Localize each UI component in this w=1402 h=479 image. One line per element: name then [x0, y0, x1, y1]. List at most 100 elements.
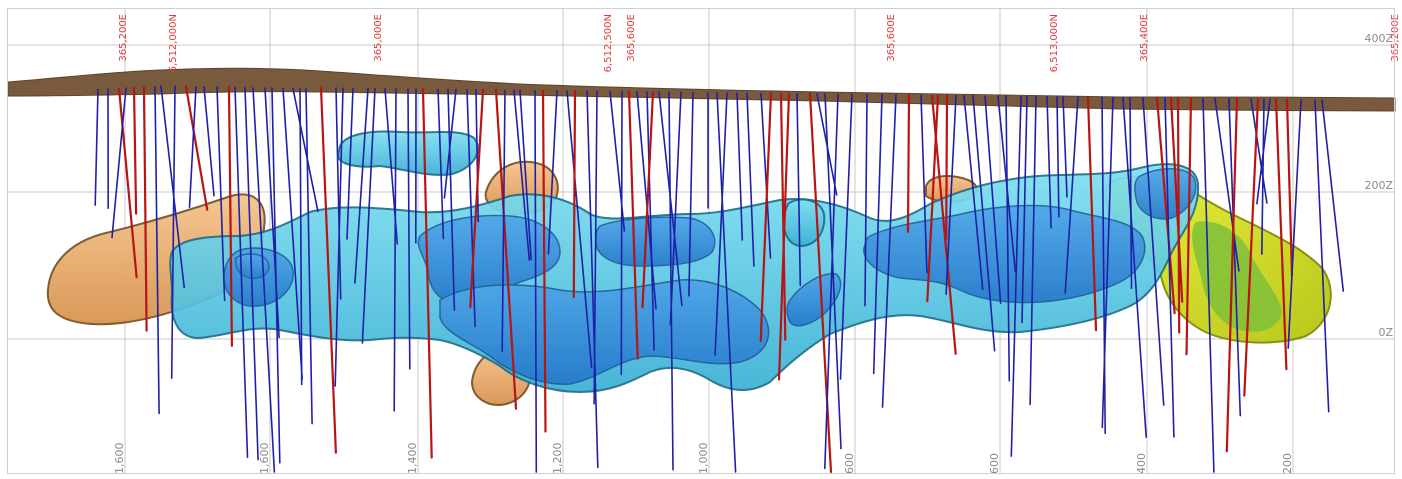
drillhole-trace [646, 91, 655, 351]
drillhole-trace-red [117, 87, 138, 279]
drillhole-trace [354, 87, 369, 284]
drillhole-trace [346, 87, 354, 240]
drillhole-trace [586, 90, 599, 469]
drillhole-trace [1029, 95, 1037, 406]
drillhole-trace-red [1086, 96, 1098, 332]
drillhole-trace [839, 93, 853, 380]
drillhole-trace [1250, 98, 1268, 204]
green-core [1192, 221, 1282, 332]
drillhole-trace [154, 85, 160, 415]
drillhole-trace [593, 90, 598, 405]
drillhole-trace [668, 91, 674, 471]
drillhole-trace [393, 88, 397, 412]
grid-label-top: 6,513,000N [1049, 14, 1060, 72]
drillhole-trace [881, 94, 897, 408]
drillhole-trace-red [759, 92, 773, 342]
drillhole-trace [1261, 98, 1265, 255]
grid-label-bottom: 600 [843, 453, 856, 474]
drillhole-trace [1064, 96, 1079, 294]
drillhole-trace [1010, 95, 1022, 457]
drillhole-trace [972, 95, 996, 352]
drillhole-trace [1321, 99, 1345, 292]
drillhole-trace [920, 94, 928, 274]
drillhole-trace [1129, 96, 1133, 290]
drillhole-trace [566, 90, 593, 369]
drillhole-trace-red [1169, 97, 1184, 303]
grid-label-bottom: 1,400 [406, 443, 419, 475]
drillhole-trace [271, 87, 281, 464]
drillhole-trace-red [469, 88, 485, 309]
drillhole-trace [252, 87, 276, 473]
drillhole-trace [407, 88, 411, 370]
drillhole-trace-red [421, 88, 433, 459]
grid-label-bottom: 600 [988, 453, 1001, 474]
drillhole-trace [501, 89, 506, 353]
drillhole-trace [361, 87, 376, 344]
drillhole-trace [945, 94, 957, 295]
grid-label-top: 365,600E [626, 14, 637, 62]
grid-label-top: 6,512,500N [603, 14, 614, 72]
drillhole-trace-red [779, 92, 787, 341]
drillhole-trace [1287, 99, 1302, 350]
drillhole-trace-red [1285, 98, 1294, 277]
drillhole-trace [1062, 96, 1068, 198]
drillhole-trace [513, 89, 531, 261]
elevation-label: 0Z [1378, 326, 1393, 339]
drillhole-trace-red [906, 93, 911, 233]
drillhole-trace [688, 91, 694, 297]
drillhole-trace [170, 85, 176, 379]
drillhole-trace [746, 92, 755, 267]
drillhole-trace-red [227, 86, 233, 347]
drillhole-trace [1101, 96, 1114, 429]
drillhole-trace [984, 95, 1002, 305]
drillhole-trace [334, 87, 344, 387]
drillhole-trace [160, 85, 185, 289]
drillhole-trace-red [541, 89, 547, 433]
elevation-label: 200Z [1364, 179, 1393, 192]
grid-label-bottom: 1,600 [258, 443, 271, 475]
drillhole-trace [292, 87, 319, 213]
drillhole-traces [94, 85, 1345, 474]
drillhole-trace [620, 90, 623, 376]
drillhole-trace [872, 93, 883, 375]
drillhole-trace [447, 88, 456, 311]
drillhole-trace [203, 86, 215, 197]
drillhole-trace [636, 91, 657, 310]
drillhole-trace [335, 87, 342, 300]
grid-label-bottom: 1,600 [113, 443, 126, 475]
drillhole-trace-red [1225, 97, 1239, 453]
drillhole-trace [736, 92, 744, 241]
drillhole-trace-red [777, 92, 791, 381]
drillhole-trace [824, 93, 842, 450]
drillhole-trace [282, 87, 304, 380]
grid-label-top: 365,000E [373, 14, 384, 62]
drillhole-trace [1314, 99, 1330, 413]
drillhole-trace [299, 88, 303, 386]
drillhole-trace-red [1243, 98, 1260, 397]
grid-label-bottom: 400 [1135, 453, 1148, 474]
drillhole-trace [963, 94, 984, 291]
drillhole-trace [669, 91, 682, 326]
drillhole-trace [111, 87, 127, 239]
drillhole-trace [437, 88, 445, 240]
drillhole-trace [466, 89, 476, 328]
drillhole-trace-red [1155, 96, 1176, 315]
drillhole-trace [534, 89, 538, 473]
drillhole-trace-red [494, 88, 518, 410]
drillhole-trace [1122, 96, 1147, 439]
drillhole-trace [475, 89, 480, 223]
drillhole-trace-red [572, 89, 577, 298]
drillhole-trace [1228, 98, 1242, 417]
grid-label-top: 365,600E [886, 14, 897, 62]
blue-domain-east-lens [786, 273, 842, 327]
blue-ore-domains [223, 168, 1197, 385]
drillhole-trace [1056, 96, 1060, 218]
topography-surface [7, 67, 1396, 112]
drillhole-trace-red [1176, 97, 1181, 334]
drillhole-trace [234, 86, 249, 459]
drillhole-trace-red [132, 86, 138, 215]
drillhole-trace [1005, 95, 1011, 382]
